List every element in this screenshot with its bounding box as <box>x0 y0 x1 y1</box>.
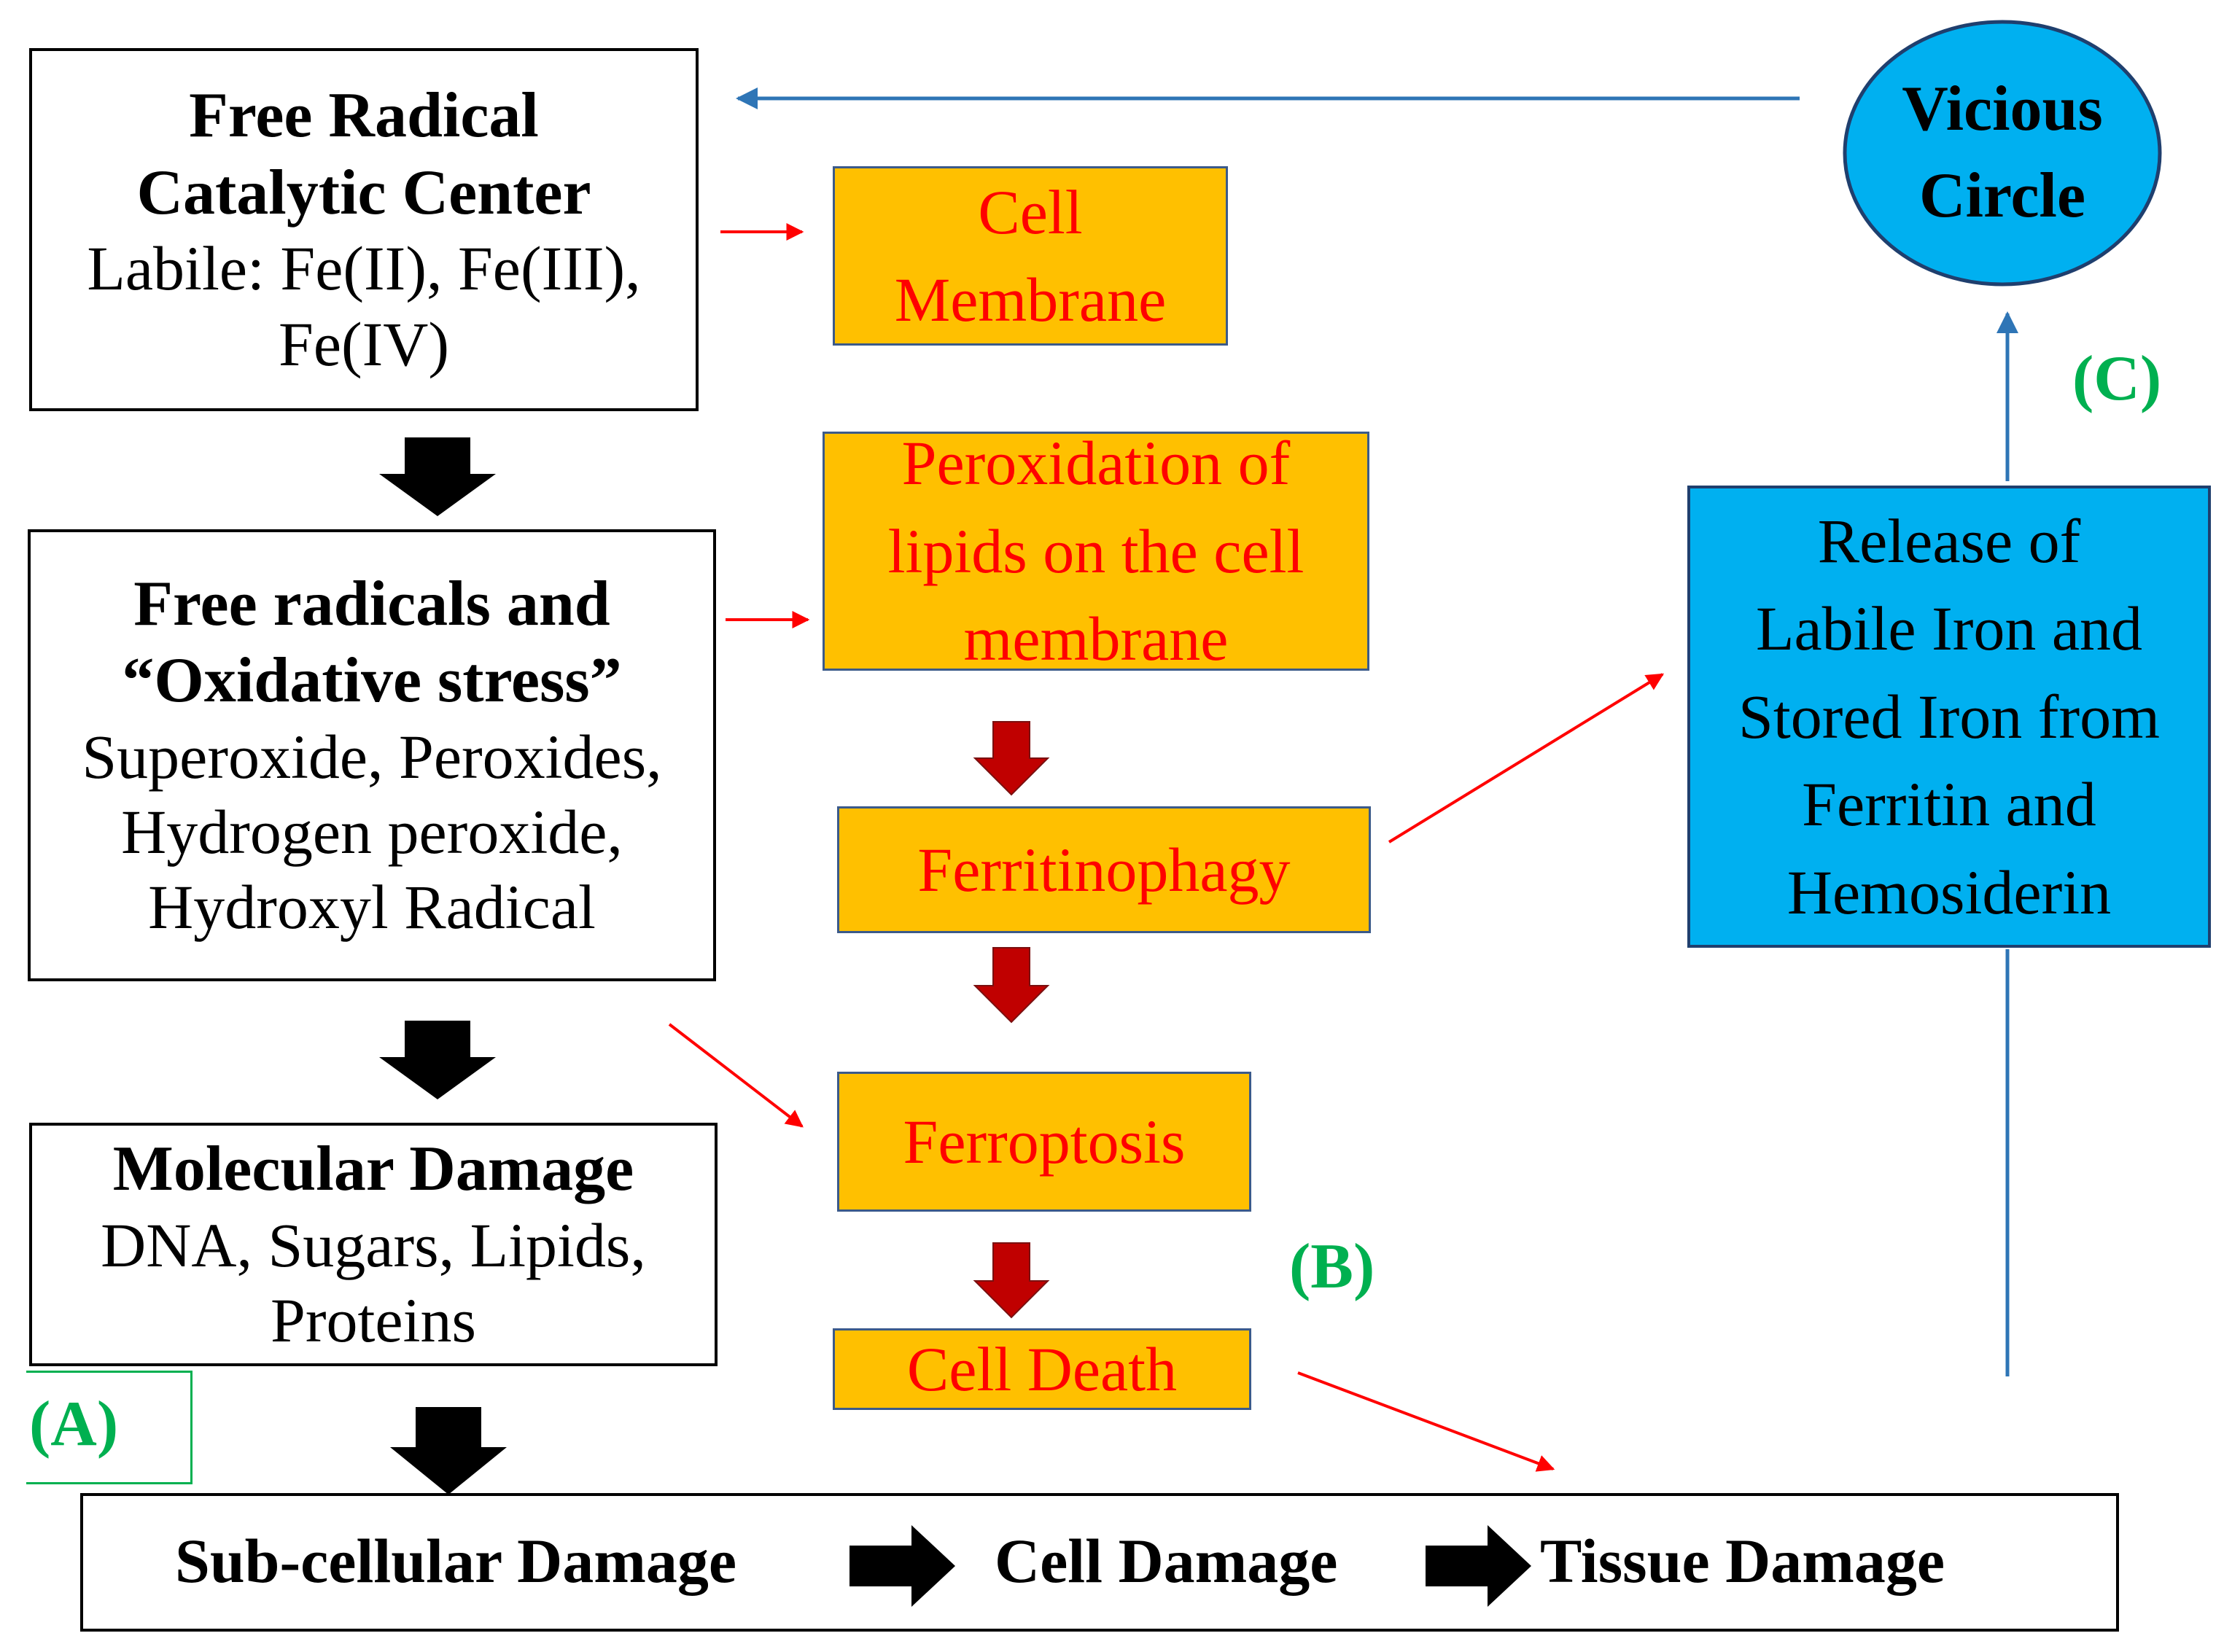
arrow-to-tissue-damage <box>1297 1371 1555 1472</box>
ferroptosis-box: Ferroptosis <box>837 1072 1251 1212</box>
release-iron-line4: Ferritin and <box>1802 769 2096 840</box>
chain-item-tissue: Tissue Damage <box>1540 1526 1945 1596</box>
vicious-circle-text: Vicious Circle <box>1845 44 2160 262</box>
vicious-circle-line2: Circle <box>1918 160 2086 231</box>
label-c: (C) <box>2072 343 2162 414</box>
molecular-damage-line1: DNA, Sugars, Lipids, <box>101 1209 646 1280</box>
free-radicals-line3: Hydroxyl Radical <box>148 872 596 943</box>
free-radical-center-title2: Catalytic Center <box>136 157 591 228</box>
release-iron-box: Release of Labile Iron and Stored Iron f… <box>1687 486 2211 948</box>
red-block-arrow-3 <box>973 1242 1050 1319</box>
arrow-to-release-iron <box>1388 673 1665 843</box>
free-radicals-title: Free radicals and <box>133 568 610 639</box>
ferritinophagy-box: Ferritinophagy <box>837 806 1371 933</box>
vicious-circle-shape <box>1843 20 2162 287</box>
ferroptosis-line1: Ferroptosis <box>903 1106 1186 1177</box>
release-iron-line5: Hemosiderin <box>1786 857 2112 927</box>
arrow-to-ferroptosis <box>668 1023 804 1128</box>
free-radical-center-line1: Labile: Fe(II), Fe(III), <box>87 233 641 304</box>
release-iron-line2: Labile Iron and <box>1755 593 2143 664</box>
cell-membrane-line1: Cell <box>978 176 1083 247</box>
peroxidation-line2: lipids on the cell <box>887 515 1305 586</box>
free-radicals-title2: “Oxidative stress” <box>122 645 622 717</box>
molecular-damage-title: Molecular Damage <box>112 1134 634 1205</box>
cell-membrane-line2: Membrane <box>894 265 1167 335</box>
red-block-arrow-2 <box>973 947 1050 1024</box>
red-block-arrow-1 <box>973 721 1050 796</box>
free-radical-center-title: Free Radical <box>189 80 539 152</box>
ferritinophagy-line1: Ferritinophagy <box>917 834 1291 905</box>
cell-death-line1: Cell Death <box>906 1333 1178 1404</box>
cell-death-box: Cell Death <box>833 1328 1251 1410</box>
label-a-box <box>26 1371 193 1484</box>
peroxidation-box: Peroxidation of lipids on the cell membr… <box>823 428 1369 674</box>
chain-item-cell: Cell Damage <box>995 1526 1338 1596</box>
peroxidation-line1: Peroxidation of <box>901 428 1291 499</box>
free-radical-center-box: Free Radical Catalytic Center Labile: Fe… <box>29 48 699 411</box>
peroxidation-line3: membrane <box>963 604 1229 674</box>
molecular-damage-box: Molecular Damage DNA, Sugars, Lipids, Pr… <box>29 1123 718 1366</box>
down-block-arrow-1 <box>379 437 496 516</box>
down-block-arrow-3 <box>390 1407 507 1495</box>
molecular-damage-line2: Proteins <box>271 1285 476 1355</box>
chain-arrow-2 <box>1426 1525 1531 1607</box>
damage-chain-box <box>80 1493 2119 1632</box>
down-block-arrow-2 <box>379 1021 496 1099</box>
free-radicals-line1: Superoxide, Peroxides, <box>82 721 662 792</box>
vicious-circle-line1: Vicious <box>1902 74 2103 145</box>
chain-item-subcellular: Sub-cellular Damage <box>175 1526 737 1596</box>
free-radical-center-line2: Fe(IV) <box>278 308 450 379</box>
label-b: (B) <box>1289 1231 1375 1302</box>
release-iron-line1: Release of <box>1817 506 2081 577</box>
release-iron-line3: Stored Iron from <box>1738 681 2160 752</box>
chain-arrow-1 <box>849 1525 955 1607</box>
label-a: (A) <box>29 1389 119 1460</box>
free-radicals-box: Free radicals and “Oxidative stress” Sup… <box>28 529 716 981</box>
free-radicals-line2: Hydrogen peroxide, <box>121 797 623 867</box>
cell-membrane-box: Cell Membrane <box>833 166 1228 346</box>
